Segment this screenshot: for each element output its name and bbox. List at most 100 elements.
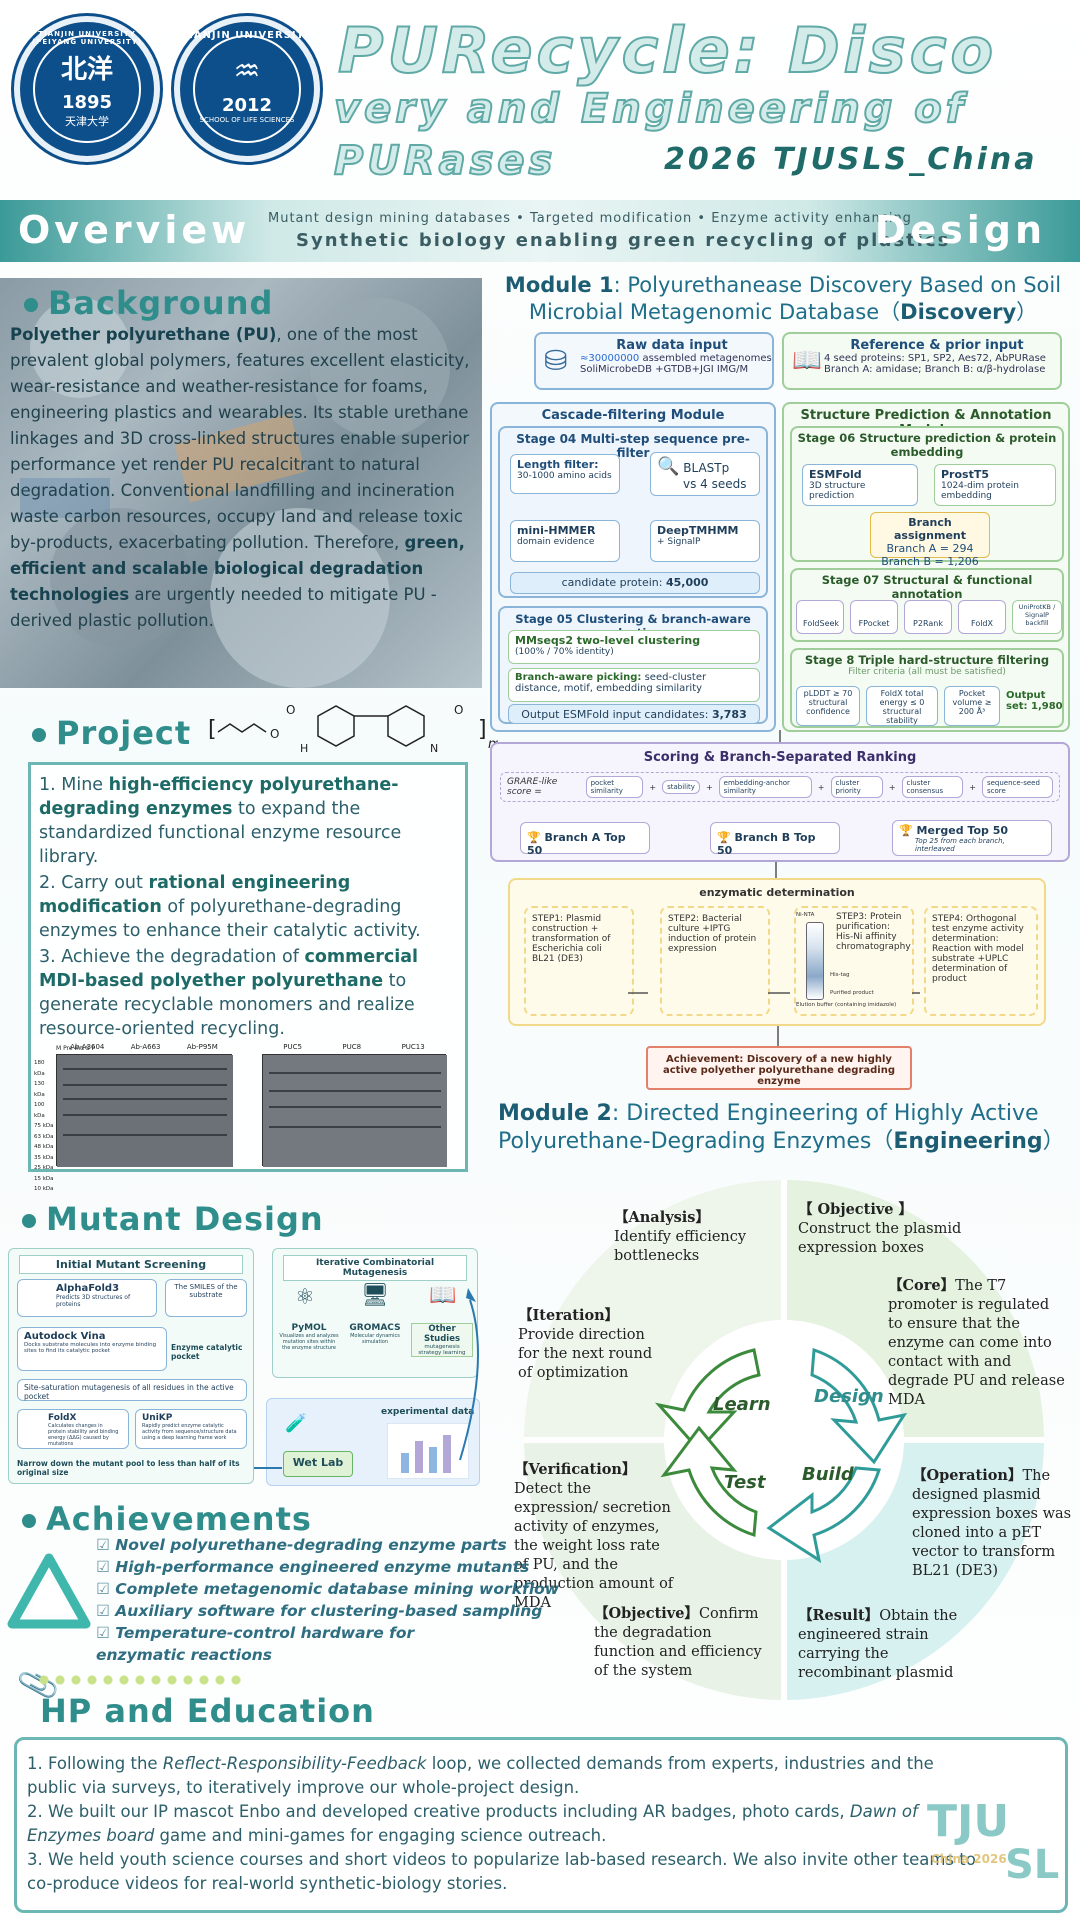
structure-module: Structure Prediction & Annotation Module… — [782, 402, 1070, 732]
branch-a-count: Branch A = 294 — [886, 542, 974, 555]
project-item-3c: to generate recyclable monomers and real… — [39, 971, 415, 1039]
title-line-2: very and Engineering of — [333, 85, 968, 133]
magnifier-icon: 🔍 — [657, 456, 680, 477]
hp-1b: Reflect-Responsibility-Feedback — [162, 1754, 427, 1773]
step-3: STEP3: Protein purification: His-Ni affi… — [794, 906, 914, 1016]
tool-foldseek: FoldSeek — [796, 600, 844, 634]
prost-sub: 1024-dim protein embedding — [941, 481, 1019, 501]
computer-icon: 🖥 — [361, 1283, 389, 1308]
catalytic-pocket: Enzyme catalytic pocket — [171, 1343, 243, 1361]
logo2-ring-text: TIANJIN UNIVERSITY — [181, 30, 313, 41]
module2-prefix: Module 2 — [498, 1101, 612, 1126]
overview-banner: Overview Mutant design mining databases … — [0, 200, 1080, 262]
tjusl-logo: TJU China 2026 SL — [925, 1766, 1059, 1906]
module2-title-end: ） — [1042, 1129, 1065, 1154]
autodock-sub: Docks substrate molecules into enzyme bi… — [24, 1342, 157, 1354]
reference-line-2: Branch A: amidase; Branch B: α/β-hydrola… — [824, 364, 1046, 375]
length-filter-label: Length filter: — [517, 458, 599, 471]
scoring-card: Scoring & Branch-Separated Ranking GRARE… — [490, 742, 1070, 862]
title-line-1: PURecycle: Disco — [338, 14, 998, 87]
step3-label-3: Purified product — [830, 990, 874, 996]
polyurethane-structure-icon: [ O O H N O ] m — [208, 703, 498, 755]
verification-note: 【Verification】Detect the expression/ sec… — [514, 1460, 674, 1613]
project-item-1: 1. Mine high-efficiency polyurethane-deg… — [39, 773, 457, 869]
rank-a-label: Branch A Top 50 — [527, 831, 626, 857]
trophy-icon: 🏆 — [527, 831, 541, 844]
logo-ring-text: TIANJIN UNIVERSITY (PEIYANG UNIVERSITY) — [32, 30, 142, 46]
enzymatic-title: enzymatic determination — [699, 886, 855, 899]
achievement-text-5: Temperature-control hardware for enzymat… — [96, 1624, 415, 1664]
wet-lab-box: experimental data 🧪 Wet Lab — [266, 1398, 480, 1486]
test-tube-icon: 🧪 — [285, 1413, 308, 1434]
bullet-icon — [24, 298, 38, 312]
bullet-icon — [22, 1514, 36, 1528]
background-bold-1: Polyether polyurethane (PU) — [10, 325, 277, 344]
raw-data-title: Raw data input — [616, 338, 728, 353]
achievement-text-3: Complete metagenomic database mining wor… — [115, 1580, 560, 1598]
achievement-box: Achievement: Discovery of a new highly a… — [646, 1046, 912, 1090]
length-filter: Length filter:30-1000 amino acids — [510, 454, 620, 494]
step-4: STEP4: Orthogonal test enzyme activity d… — [924, 906, 1038, 1016]
module1-title-bold: Discovery — [900, 300, 1017, 324]
gel1-label-2: Ab-A663 — [130, 1043, 161, 1051]
logo-bottom-text: 天津大学 — [65, 115, 109, 128]
rank-branch-b: 🏆 Branch B Top 50 — [710, 822, 840, 857]
check-icon: ☑ — [96, 1624, 116, 1642]
cycle-test: Test — [724, 1472, 766, 1493]
banner-subtitle-2: Synthetic biology enabling green recycli… — [296, 230, 951, 251]
cycle-design: Design — [814, 1386, 884, 1407]
banner-right: Design — [874, 208, 1046, 252]
stage-06-card: Stage 06 Structure prediction & protein … — [790, 426, 1064, 568]
objective2-text: Confirm the degradation function and eff… — [594, 1606, 762, 1679]
step3-label-4: Elution buffer (containing imidazole) — [796, 1002, 897, 1008]
background-heading: Background — [24, 284, 273, 322]
recycle-icon — [7, 1553, 91, 1629]
autodock-label: Autodock Vina — [24, 1331, 106, 1342]
branch-assign-label: Branch assignment — [893, 516, 966, 542]
marker-1: 180 kDa — [34, 1060, 45, 1077]
gromacs-sub: Molecular dynamics simulation — [350, 1333, 400, 1345]
other-sub: mutagenesis strategy learning — [418, 1344, 466, 1356]
cycle-build: Build — [802, 1464, 854, 1485]
step3-label-2: His-tag — [830, 972, 850, 978]
stage-8-title: Stage 8 Triple hard-structure filtering — [804, 653, 1050, 667]
objective2-note: 【Objective】Confirm the degradation funct… — [594, 1604, 774, 1681]
esmfold-label: ESMFold — [809, 468, 862, 481]
rank-merged-sub: Top 25 from each branch, interleaved — [915, 837, 1005, 853]
hmmer-sub: domain evidence — [517, 537, 595, 547]
achievements-heading-text: Achievements — [46, 1500, 312, 1538]
raw-count: ≈30000000 — [580, 353, 640, 364]
unikp-label: UniKP — [142, 1413, 173, 1423]
hp-heading: HP and Education — [40, 1692, 375, 1730]
dna-icon: ♒ — [233, 54, 261, 89]
stage-8-subtitle: Filter criteria (all must be satisfied) — [848, 667, 1006, 677]
branch-b-count: Branch B = 1,206 — [881, 555, 979, 568]
hp-2b: Dawn of Enzymes board — [27, 1802, 918, 1845]
book-icon: 📖 — [792, 346, 822, 374]
reference-line-1: 4 seed proteins: SP1, SP2, Aes72, AbPURa… — [824, 353, 1046, 364]
sds-page-gel-1: Ab-A3604 Ab-A663 Ab-P95M — [56, 1043, 233, 1167]
gel2-label-3: PUC13 — [401, 1043, 425, 1051]
logo2-bottom-text: SCHOOL OF LIFE SCIENCES — [199, 116, 295, 124]
background-bold-2: green, efficient and scalable biological… — [10, 533, 465, 604]
alphafold-sub: Predicts 3D structures of proteins — [56, 1294, 131, 1308]
project-item-2b: rational engineering modification — [39, 873, 351, 917]
iteration-text: Provide direction for the next round of … — [518, 1327, 653, 1381]
step-3-text: STEP3: Protein purification: His-Ni affi… — [836, 912, 911, 952]
project-item-2c: of polyurethane-degrading enzymes to enh… — [39, 897, 421, 941]
banner-left: Overview — [18, 208, 251, 252]
logo-center-text: 北洋 — [60, 55, 113, 85]
project-item-3b: commercial MDI-based polyether polyureth… — [39, 947, 419, 991]
tianjin-university-logo: TIANJIN UNIVERSITY (PEIYANG UNIVERSITY) … — [14, 16, 160, 162]
output-set: Output set: 1,980 — [1006, 690, 1063, 712]
module-1-title: Module 1: Polyurethanease Discovery Base… — [488, 272, 1078, 326]
